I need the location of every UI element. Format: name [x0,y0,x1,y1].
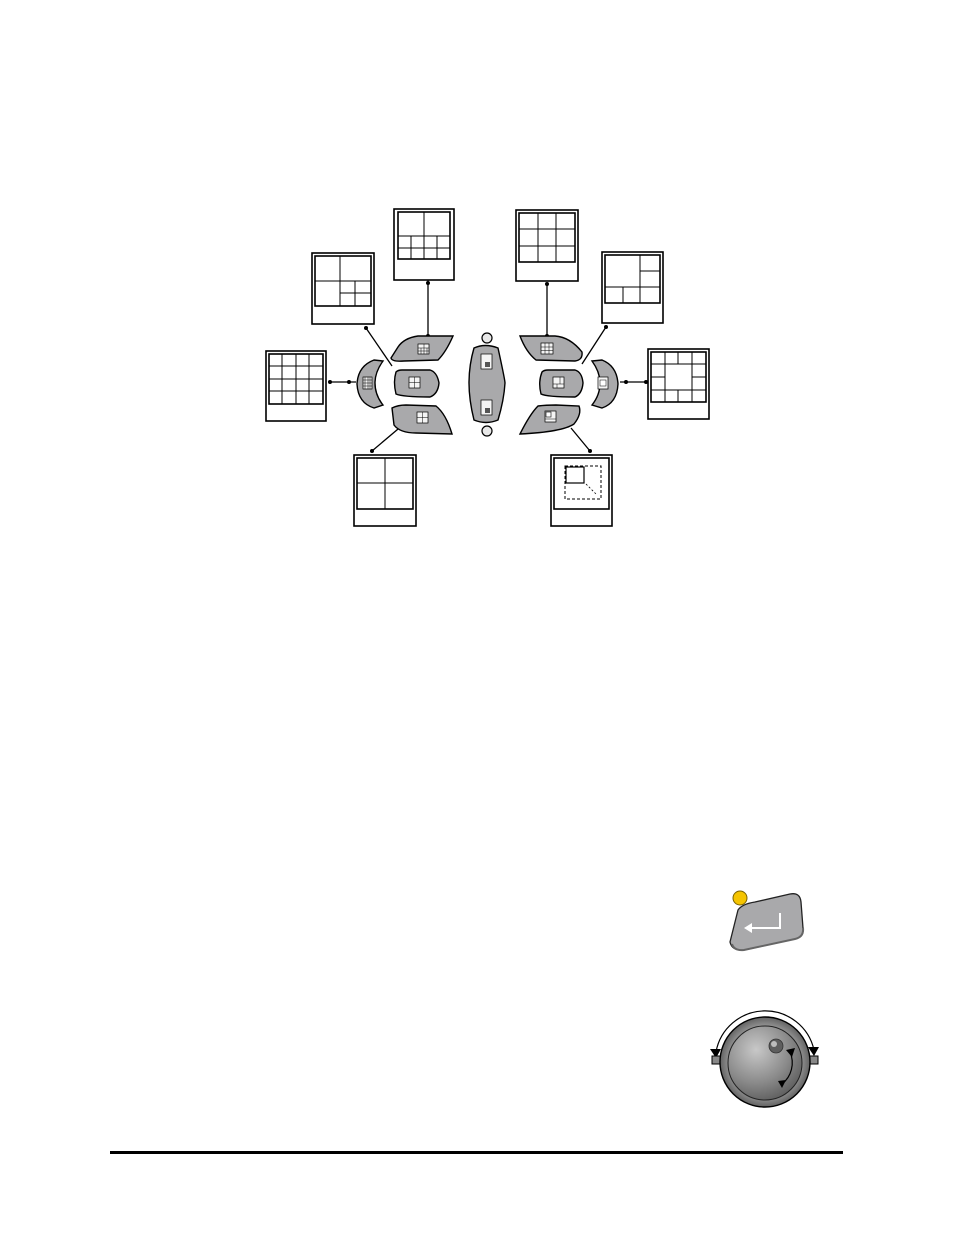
button-8-split[interactable] [391,336,453,361]
button-13-split[interactable] [592,360,618,408]
pip-icon [545,411,556,422]
grid-1-plus-12-icon [598,377,608,389]
button-quad[interactable] [395,370,440,397]
footer-divider [110,1151,843,1154]
monitor-picture-in-picture [551,428,612,526]
grid-2x2-icon [417,412,428,423]
button-picture-in-picture[interactable] [520,405,580,434]
page-up-icon [481,354,492,369]
grid-4x4-icon [363,377,372,389]
jog-shuttle-icon [710,1011,819,1107]
button-6-split-bottom[interactable] [392,405,452,434]
grid-3x3-icon [541,343,553,354]
enter-led [733,891,747,905]
monitor-16-split [266,351,356,421]
button-9-split[interactable] [520,336,582,361]
indicator-led-bottom [482,426,492,436]
monitor-7-split [582,252,663,364]
monitor-9-split [516,210,578,338]
grid-2x2-icon [409,377,420,388]
monitor-13-split [620,349,709,419]
page-up-down-button[interactable] [469,333,505,436]
enter-key[interactable] [700,880,810,960]
grid-1-plus-7-icon [418,344,429,354]
button-7-split[interactable] [540,370,583,397]
page-down-icon [481,400,492,415]
monitor-quad [354,424,416,526]
button-16-split[interactable] [357,360,383,408]
monitor-6-split [312,253,392,366]
jog-shuttle-dial[interactable] [700,1000,830,1115]
layout-diagram [0,0,954,560]
indicator-led-top [482,333,492,343]
monitor-8-split [394,209,454,338]
grid-3-plus-4-icon [553,377,564,388]
